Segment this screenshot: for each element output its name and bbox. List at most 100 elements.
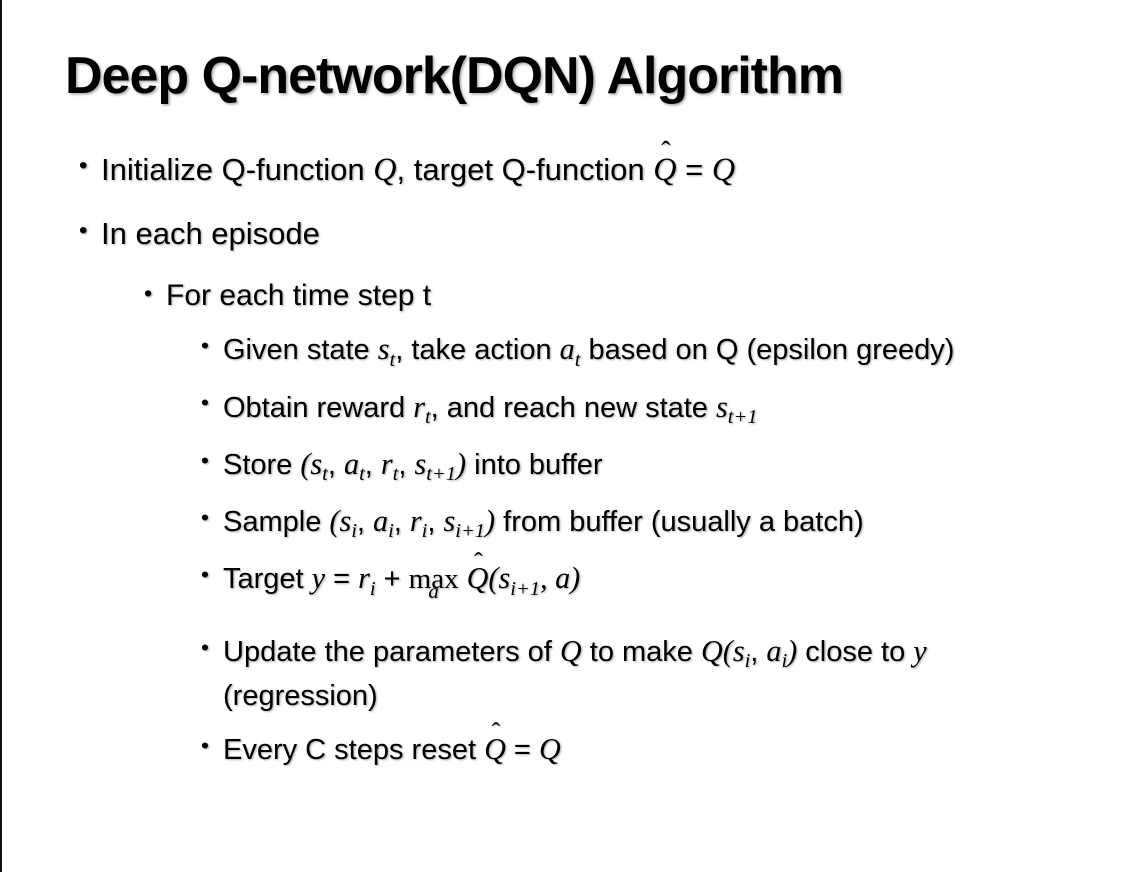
subscript: i [388,520,394,543]
bullet-dot-icon: • [201,634,209,660]
math-var-subscript: ai [766,634,787,672]
bullet-item: • For each time step t [144,275,1094,318]
bullet-dot-icon: • [201,504,209,530]
text-run: , and reach new state [430,391,716,424]
text-run: Update the parameters of [223,635,560,668]
text-run: Every C steps reset [223,734,485,767]
bullet-dot-icon: • [201,562,209,588]
math-var: ( [300,446,311,481]
bullet-text: Given state st, take action at based on … [223,328,954,374]
hat-accent-icon: ˆ [661,135,671,166]
subscript: t [574,348,581,371]
math-var: Q [559,633,582,668]
bullet-item: • Store (st, at, rt, st+1) into buffer [201,443,1094,489]
hat-accent-icon: ˆ [491,717,501,747]
math-var-subscript: ri [358,561,375,599]
bullet-item: • In each episode [79,212,1094,256]
bullet-dot-icon: • [201,333,209,359]
text-run: from buffer (usually a batch) [495,506,864,539]
text-run: In each episode [101,215,320,251]
math-var-subscript: ri [410,504,427,542]
text-run: , [356,506,374,539]
text-run: into buffer [466,448,603,481]
bullet-dot-icon: • [201,390,209,416]
math-var: Q [373,151,397,187]
subscript: i [744,649,751,672]
slide-title: Deep Q-network(DQN) Algorithm [65,47,844,105]
math-var-subscript: ai [373,504,394,542]
math-var: ) [787,633,798,668]
math-var-subscript: rt [381,447,398,485]
bullet-item: • Initialize Q-function Q, target Q-func… [79,137,1094,193]
text-run: , [398,448,415,481]
bullet-dot-icon: • [79,151,88,179]
math-var: , [540,561,556,596]
bullet-dot-icon: • [79,216,88,244]
bullet-dot-icon: • [144,279,153,306]
text-run: Sample [223,506,330,539]
bullet-dot-icon: • [201,732,209,758]
math-var-subscript: si+1 [498,561,540,599]
math-var: Q [711,151,736,187]
subscript: i [421,520,428,543]
bullet-list: • Initialize Q-function Q, target Q-func… [65,137,1094,771]
text-run: Given state [223,334,378,367]
math-var: ( [722,633,733,668]
text-run: , [393,506,410,539]
math-var: ) [570,561,581,596]
math-var-subscript: st [378,332,395,370]
bullet-text: Update the parameters of Q to make Q(si,… [223,630,1045,717]
subscript: t+1 [426,463,457,486]
math-var-subscript: si+1 [444,504,486,542]
math-var-subscript: st+1 [414,447,456,485]
bullet-item: • Sample (si, ai, ri, si+1) from buffer … [201,500,1094,546]
text-run: + [375,563,409,596]
math-var-subscript: at [344,447,365,485]
math-var: ( [329,504,340,539]
math-var-subscript: st [310,447,327,485]
subscript: i+1 [455,520,486,543]
subscript: t+1 [727,405,758,428]
text-run: Target [223,563,312,596]
subscript: i+1 [510,577,540,600]
subscript: t [424,405,431,428]
text-run: For each time step t [166,278,432,312]
math-var: a [555,561,571,596]
text-run: to make [581,635,701,668]
text-run: Obtain reward [223,391,414,424]
max-under-variable: a [428,578,439,603]
math-var-subscript: si [339,504,356,542]
bullet-item: • Given state st, take action at based o… [201,328,1094,374]
text-run: (regression) [223,635,935,712]
subscript: i [781,649,788,672]
text-run: , target Q-function [396,152,654,187]
text-run: , [427,506,444,539]
math-var: Q [538,732,561,767]
text-run: Initialize Q-function [101,152,374,187]
subscript: i [369,577,376,600]
text-run: , [364,448,381,481]
subscript: t [322,463,328,486]
bullet-item: • Update the parameters of Q to make Q(s… [201,630,1094,717]
text-run: close to [797,635,914,668]
bullet-text: Obtain reward rt, and reach new state st… [223,386,758,432]
text-run: = [676,152,712,187]
text-run: Store [223,448,301,481]
math-var: ) [485,504,496,539]
bullet-text: Sample (si, ai, ri, si+1) from buffer (u… [223,500,864,546]
math-var-subscript: st+1 [716,390,758,428]
text-run: , [750,635,767,668]
math-var-subscript: at [560,332,581,370]
bullet-dot-icon: • [201,447,209,473]
text-run: = [325,563,359,596]
text-run [459,563,467,595]
math-var: ) [456,446,467,481]
math-var-subscript: si [733,634,750,672]
text-run: , take action [395,334,560,367]
math-var: y [913,633,927,668]
